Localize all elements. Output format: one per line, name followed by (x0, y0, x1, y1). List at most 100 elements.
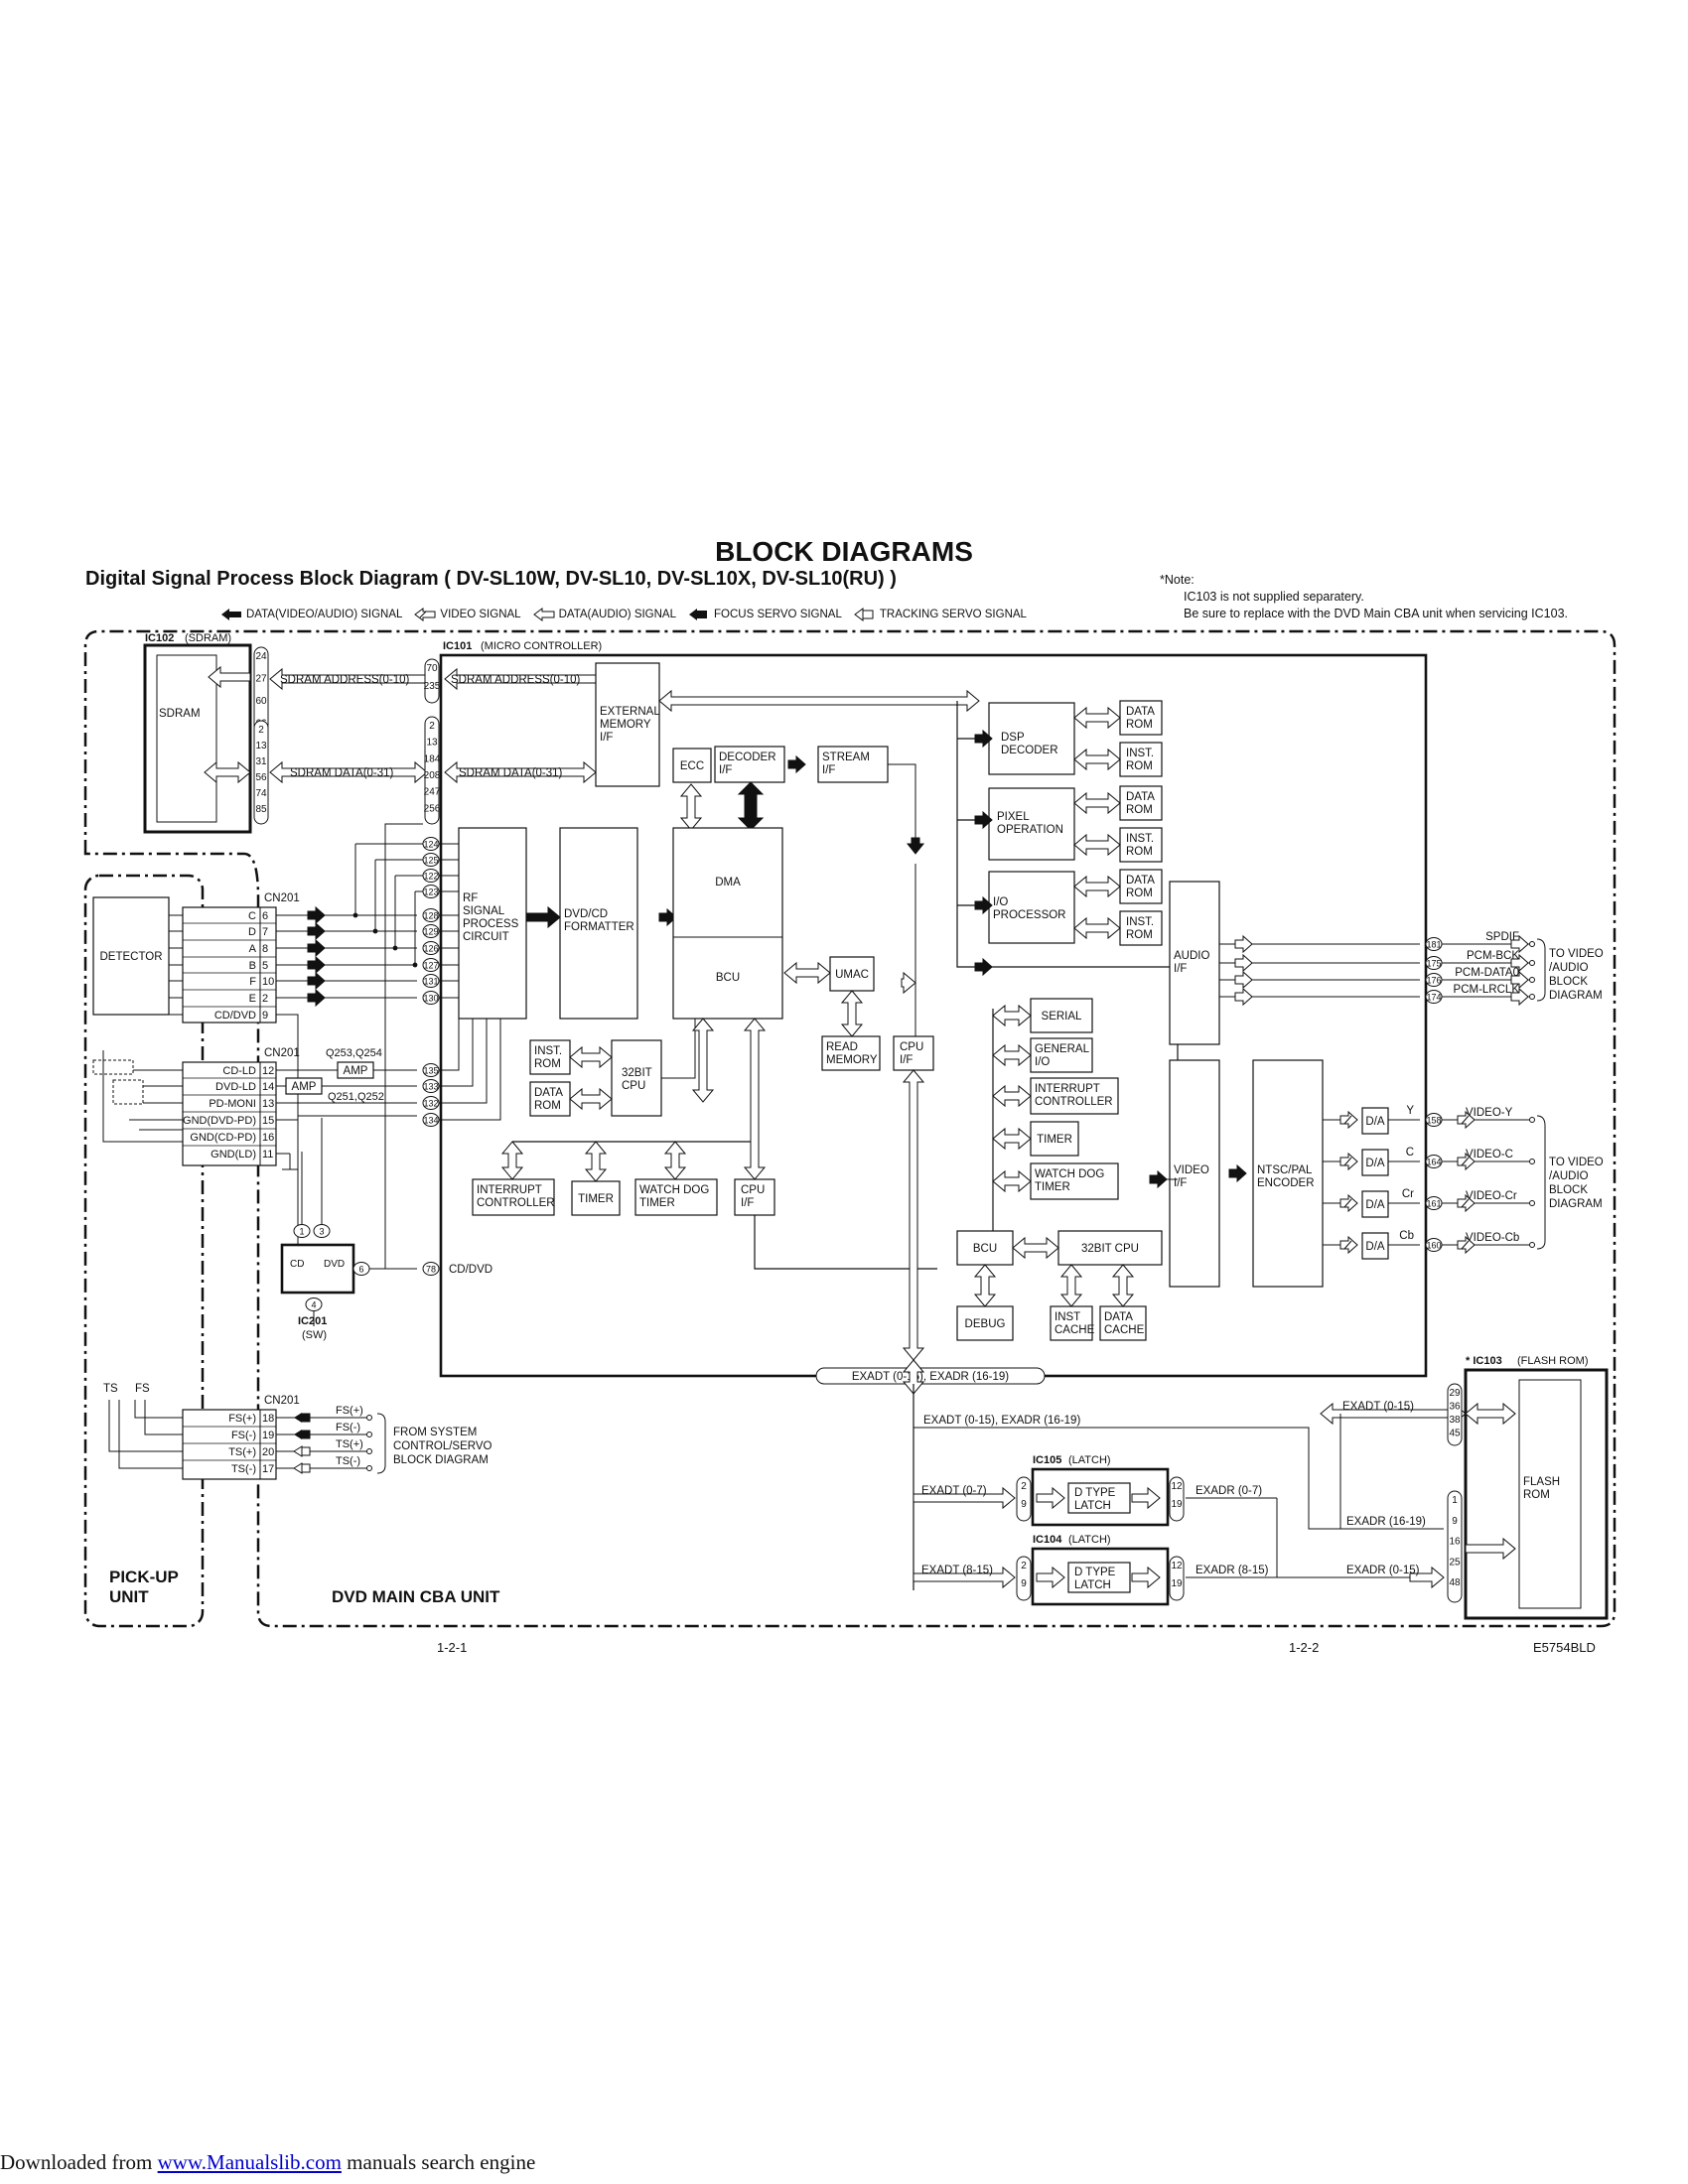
dsp-inst-rom-label: INST. (1126, 748, 1154, 759)
pixel-data-rom-arrow (1073, 791, 1121, 815)
filled-arrow-icon (221, 609, 241, 620)
periph-arrow (992, 1084, 1032, 1108)
cd-dvd-pin-number: 78 (426, 1265, 436, 1275)
footer-link[interactable]: www.Manualslib.com (157, 2150, 342, 2174)
cn201-a-pin: 7 (262, 926, 268, 938)
ic104-pins-in-number: 9 (1021, 1578, 1027, 1589)
ecc-block (672, 748, 712, 783)
cn201-c-signal: FS(-) (231, 1430, 256, 1441)
dsp-data-rom (1119, 700, 1163, 736)
ic104-latch-block (1067, 1562, 1131, 1593)
rf-pin-129-number: 129 (423, 927, 438, 937)
flash-pins-data-number: 36 (1449, 1402, 1461, 1413)
sdram-address-arrow-left (269, 667, 428, 691)
flash-rom-block (1518, 1379, 1582, 1609)
from-system-label: FROM SYSTEM (393, 1427, 477, 1438)
audio-out-arrow (1234, 970, 1253, 990)
to-video-video-label: BLOCK (1549, 1184, 1588, 1196)
dsp-decoder-block-label: DSP (1001, 732, 1025, 744)
focus-arrow-box (301, 1413, 311, 1423)
cd-dvd-pin (422, 1262, 440, 1276)
exadr-1619-wire (914, 1427, 1444, 1530)
photo-diode-box (112, 1079, 144, 1105)
bcu-right-label: BCU (973, 1243, 997, 1255)
external-memory-if (595, 662, 660, 787)
ic201-sub: (SW) (302, 1329, 327, 1341)
flash-addr-internal-arrow (1465, 1537, 1516, 1561)
note-label: *Note: (1160, 573, 1195, 587)
serial-block-label: SERIAL (1042, 1011, 1083, 1023)
io-processor-block-label: PROCESSOR (993, 909, 1066, 921)
cn201-a-signal: A (249, 943, 257, 955)
watchdog-timer-right-label: TIMER (1035, 1181, 1070, 1193)
from-system-label: BLOCK DIAGRAM (393, 1454, 489, 1466)
32bit-cpu-left (611, 1039, 662, 1117)
ic104-latch-block-label: LATCH (1074, 1579, 1111, 1591)
ic104-sub: (LATCH) (1068, 1534, 1111, 1546)
ext-mem-bus-arrow (658, 689, 980, 713)
exadt-bus-label: EXADT (0-15), EXADR (16-19) (852, 1371, 1009, 1383)
cn201-b-signal: GND(CD-PD) (190, 1132, 256, 1144)
cn201-c-pin: 20 (262, 1446, 274, 1458)
servo-signal-label: FS(+) (336, 1405, 363, 1417)
footer-prefix: Downloaded from (0, 2150, 158, 2174)
ic105-input-label: EXADT (0-7) (921, 1485, 987, 1497)
audio-terminal (1529, 941, 1535, 947)
rf-top-pin-123-number: 123 (423, 887, 438, 897)
video-channel-label: Y (1406, 1105, 1414, 1117)
ic105-latch-block-label: LATCH (1074, 1500, 1111, 1512)
ntsc-pal-encoder (1252, 1059, 1324, 1288)
ic201-label: IC201 (298, 1315, 327, 1327)
servo-bracket (376, 1413, 386, 1474)
video-da-arrow-hatch (1343, 1115, 1352, 1125)
io-inst-rom-arrow (1073, 916, 1121, 940)
sdram-pins-address-number: 27 (255, 674, 267, 685)
pixel-data-rom-label: DATA (1126, 791, 1155, 803)
rf-formatter-arrow (525, 905, 561, 929)
interrupt-controller-left-label: INTERRUPT (477, 1184, 542, 1196)
video-pin-161-number: 161 (1426, 1199, 1441, 1209)
rf-signal-process-circuit-label: CIRCUIT (463, 931, 509, 943)
read-memory-block-label: MEMORY (826, 1054, 878, 1066)
video-terminal (1529, 1242, 1535, 1248)
cpu-dma-arrow (691, 1018, 715, 1103)
serial-block (1030, 998, 1093, 1033)
cpu-if-left-label: CPU (741, 1184, 765, 1196)
cn201-b-signal: DVD-LD (215, 1081, 256, 1093)
inst-rom-left-label: ROM (534, 1058, 561, 1070)
ts-coil-wire-1 (108, 1400, 183, 1452)
da-converter-C-label: D/A (1365, 1158, 1385, 1169)
cn201-c-pin: 17 (262, 1463, 274, 1475)
audio-if-block-label: AUDIO (1174, 950, 1209, 962)
inst-cache-block-label: INST (1055, 1311, 1080, 1323)
data-cache-block-label: DATA (1104, 1311, 1133, 1323)
gnd-wire (276, 1115, 417, 1121)
servo-terminal (366, 1465, 372, 1471)
read-memory-block-label: READ (826, 1041, 858, 1053)
ic101-label: IC101 (443, 640, 472, 652)
watchdog-timer-left-label: WATCH DOG (639, 1184, 709, 1196)
periph-arrow (992, 1127, 1032, 1151)
general-io-block-label: GENERAL (1035, 1043, 1090, 1055)
sdram-pins-data-number: 56 (255, 772, 267, 783)
cd-dvd-up-wire (384, 823, 423, 1269)
audio-bracket (1536, 938, 1546, 1002)
ts-coil-wire-2 (118, 1400, 183, 1469)
laser-pin-133-number: 133 (423, 1082, 438, 1092)
exadr-1619-label: EXADR (16-19) (1346, 1516, 1426, 1528)
data-rom-left-label: DATA (534, 1087, 563, 1099)
bcu-debug-arrow (973, 1264, 997, 1307)
cn201-a-pin: 8 (262, 943, 268, 955)
page-number-right: 1-2-2 (1289, 1640, 1320, 1655)
video-terminal (1529, 1200, 1535, 1206)
laser-pin-134-number: 134 (423, 1116, 438, 1126)
watchdog-timer-left-label: TIMER (639, 1197, 675, 1209)
flash-data-internal-arrow (1465, 1402, 1516, 1426)
rf-signal-arrow (307, 938, 326, 958)
tracking-arrow (293, 1462, 303, 1474)
tracking-arrow-box (301, 1463, 311, 1473)
laser-wire (439, 1019, 460, 1071)
cpu-if-left (734, 1178, 775, 1216)
flash-pins-address-number: 9 (1452, 1516, 1458, 1527)
